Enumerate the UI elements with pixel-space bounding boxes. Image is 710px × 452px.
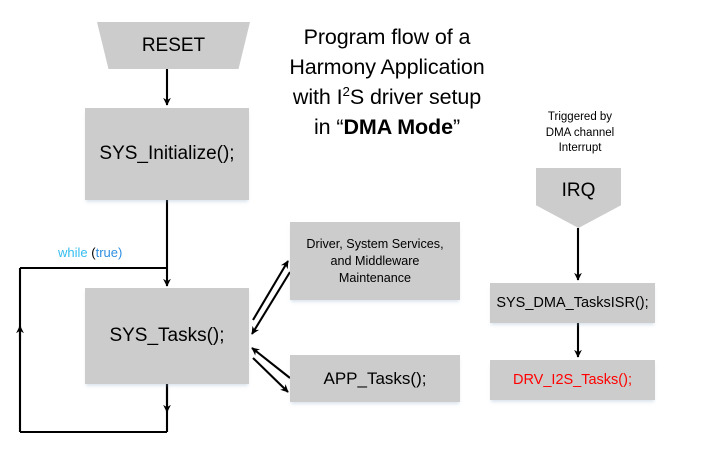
driver-maintenance-line-1: Driver, System Services, — [306, 236, 444, 251]
node-irq-label: IRQ — [561, 180, 596, 201]
title-line-3-suffix: S driver setup — [349, 85, 482, 109]
connector-app-tasks-to-sys-tasks — [251, 347, 291, 379]
connector-driver-to-sys-tasks — [251, 271, 291, 335]
title-line-3-prefix: with I — [292, 85, 343, 109]
trigger-note-line-1: Triggered by — [547, 111, 613, 123]
trigger-note-line-2: DMA channel — [545, 126, 615, 139]
trigger-note-line-3: Interrupt — [558, 142, 602, 154]
node-reset[interactable]: RESET — [97, 22, 250, 69]
node-sys-dma-tasks-isr[interactable]: SYS_DMA_TasksISR(); — [490, 283, 655, 323]
title-line-4: in “DMA Mode” — [258, 112, 516, 142]
trigger-note: Triggered by DMA channel Interrupt — [521, 110, 639, 157]
node-driver-maintenance[interactable]: Driver, System Services, and Middleware … — [290, 222, 460, 300]
node-app-tasks-label: APP_Tasks(); — [323, 368, 427, 388]
node-sys-tasks[interactable]: SYS_Tasks(); — [85, 288, 249, 384]
node-driver-maintenance-text: Driver, System Services, and Middleware … — [306, 236, 443, 287]
node-drv-i2s-tasks[interactable]: DRV_I2S_Tasks(); — [490, 360, 655, 400]
title-mode-emphasis: DMA Mode — [343, 115, 453, 139]
title-line-1: Program flow of a — [303, 25, 471, 49]
title-line-4-prefix: in “ — [313, 115, 344, 139]
diagram-title: Program flow of a Harmony Application wi… — [258, 22, 516, 142]
node-irq[interactable]: IRQ — [536, 168, 621, 228]
title-line-2: Harmony Application — [289, 55, 485, 79]
while-value: true) — [95, 245, 123, 260]
driver-maintenance-line-2: and Middleware — [330, 253, 420, 268]
node-sys-dma-tasks-isr-label: SYS_DMA_TasksISR(); — [496, 295, 649, 311]
node-reset-label: RESET — [141, 34, 206, 56]
connector-sys-tasks-to-app-tasks — [252, 357, 289, 393]
while-true-annotation: while (true) — [58, 245, 122, 260]
node-drv-i2s-tasks-label: DRV_I2S_Tasks(); — [513, 372, 632, 388]
node-app-tasks[interactable]: APP_Tasks(); — [290, 355, 460, 402]
title-line-3: with I2S driver setup — [258, 82, 516, 112]
node-sys-initialize[interactable]: SYS_Initialize(); — [85, 108, 249, 200]
title-superscript-2: 2 — [342, 83, 350, 99]
while-keyword: while — [58, 245, 88, 260]
node-sys-initialize-label: SYS_Initialize(); — [99, 143, 235, 164]
connector-sys-tasks-to-driver — [252, 260, 289, 321]
driver-maintenance-line-3: Maintenance — [338, 270, 412, 285]
node-sys-tasks-label: SYS_Tasks(); — [109, 325, 225, 346]
while-open-paren: ( — [87, 245, 96, 260]
title-line-4-suffix: ” — [452, 115, 460, 139]
